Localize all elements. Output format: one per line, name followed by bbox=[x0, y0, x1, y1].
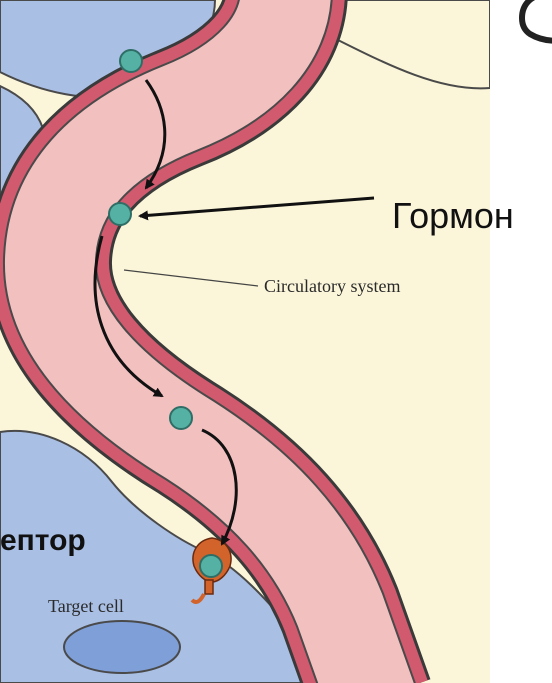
circulatory-system-label: Circulatory system bbox=[264, 276, 400, 296]
hormone-molecule-icon bbox=[170, 407, 192, 429]
hormone-molecule-icon bbox=[120, 50, 142, 72]
hormone-molecule-icon bbox=[109, 203, 131, 225]
target-cell-nucleus bbox=[64, 621, 180, 673]
receptor-label-fragment: ептор bbox=[0, 524, 86, 557]
target-cell-label: Target cell bbox=[48, 596, 124, 616]
corner-shape-fragment bbox=[522, 0, 552, 41]
illustration-panel: Circulatory system Target cell bbox=[0, 0, 490, 683]
hormone-molecule-icon bbox=[200, 555, 222, 577]
hormone-label: Гормон bbox=[392, 195, 514, 236]
